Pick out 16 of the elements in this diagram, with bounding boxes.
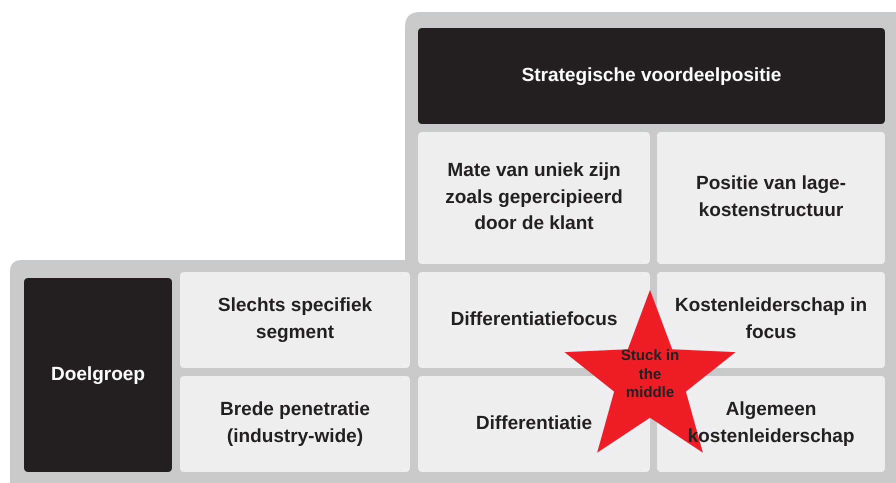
cell-text: Strategische voordeelpositie	[522, 64, 782, 88]
cell-text: Doelgroep	[51, 362, 145, 387]
cell-text: Differentiatiefocus	[450, 308, 618, 332]
star-label: Stuck in the middle	[620, 346, 680, 404]
cell-text: Positie van lage-kostenstructuur	[695, 172, 847, 223]
cell-text: Kostenleiderschap in focus	[674, 294, 868, 345]
header-cell	[418, 28, 885, 124]
cell-text: Brede penetratie (industry-wide)	[219, 398, 371, 449]
cell-text: Slechts specifiek segment	[216, 294, 374, 345]
matrix-cell	[180, 272, 410, 368]
matrix-cell	[180, 376, 410, 472]
matrix-cell	[657, 132, 885, 264]
matrix-cell	[418, 132, 650, 264]
cell-text: Differentiatie	[476, 412, 592, 436]
cell-text: Mate van uniek zijn zoals gepercipieerd door de klant	[444, 159, 624, 236]
header-cell	[24, 278, 172, 472]
